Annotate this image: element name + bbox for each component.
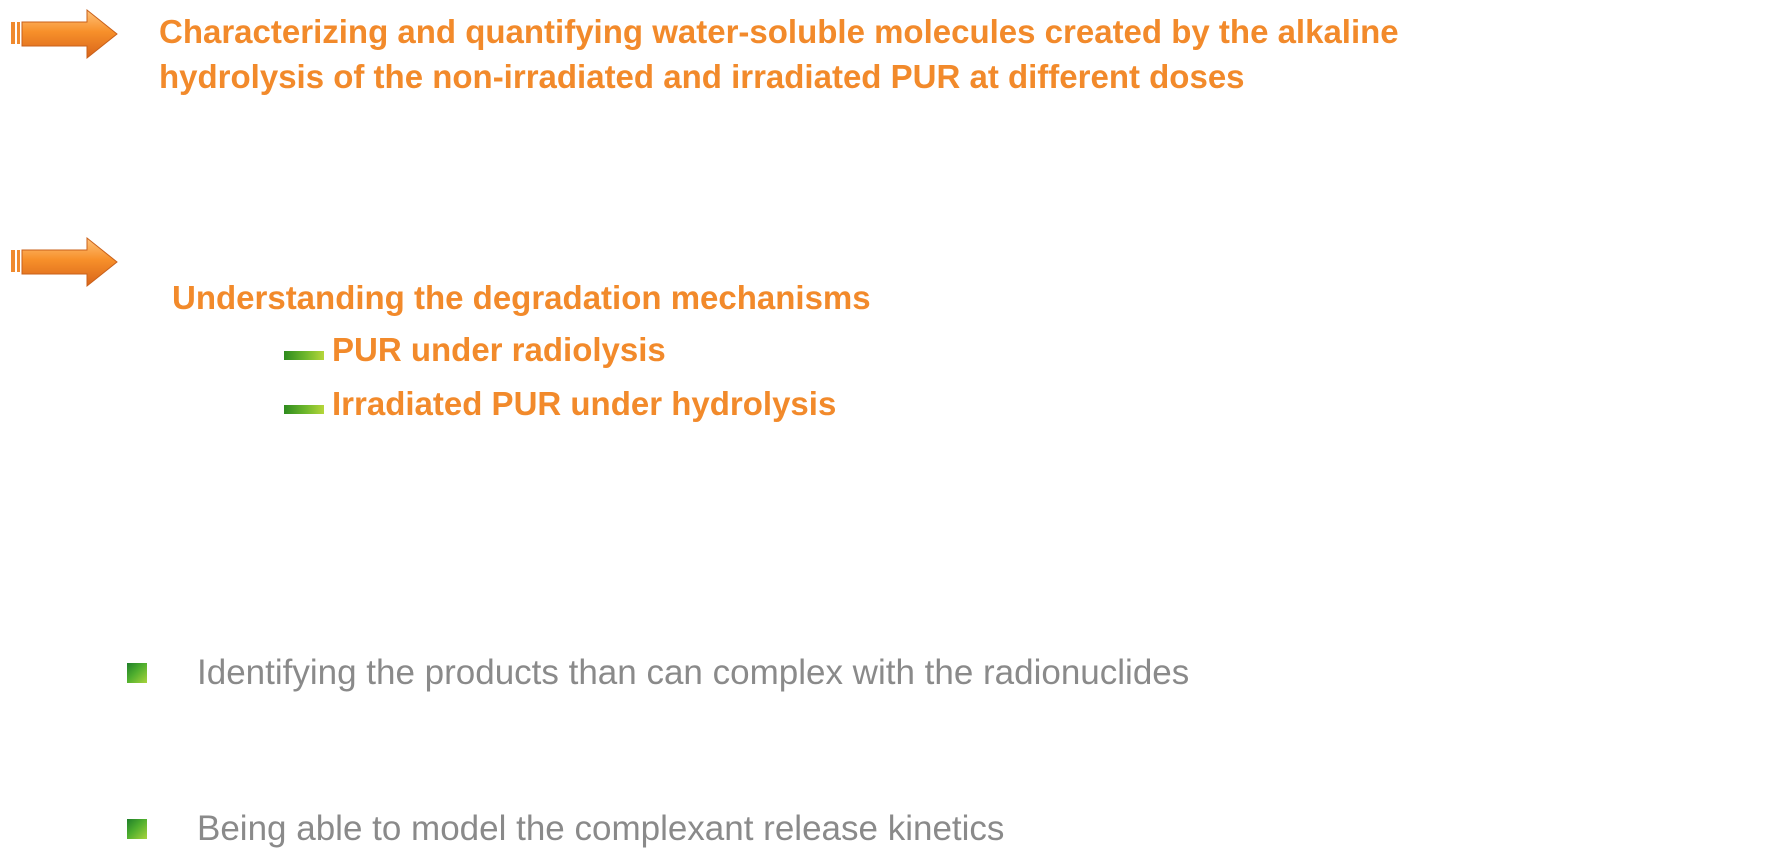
orange-arrow-icon: [11, 8, 119, 60]
bullet-identifying-products: Identifying the products than can comple…: [127, 648, 1189, 698]
sub-item-radiolysis: PUR under radiolysis: [284, 324, 666, 376]
objective-line: Characterizing and quantifying water-sol…: [159, 13, 1399, 50]
sub-item-label: Irradiated PUR under hydrolysis: [332, 385, 837, 422]
objective-line: hydrolysis of the non-irradiated and irr…: [159, 58, 1245, 95]
sub-item-label: PUR under radiolysis: [332, 331, 666, 368]
bullet-model-kinetics: Being able to model the complexant relea…: [127, 804, 1004, 854]
green-dash-icon: [284, 350, 324, 360]
orange-arrow-icon: [11, 236, 119, 288]
green-dash-icon: [284, 404, 324, 414]
green-square-icon: [127, 819, 147, 839]
objective-characterizing: Characterizing and quantifying water-sol…: [159, 9, 1399, 99]
bullet-text: Being able to model the complexant relea…: [197, 809, 1005, 848]
bullet-text: Identifying the products than can comple…: [197, 653, 1190, 692]
green-square-icon: [127, 663, 147, 683]
sub-item-hydrolysis: Irradiated PUR under hydrolysis: [284, 378, 836, 430]
objective-understanding: Understanding the degradation mechanisms: [172, 279, 871, 316]
